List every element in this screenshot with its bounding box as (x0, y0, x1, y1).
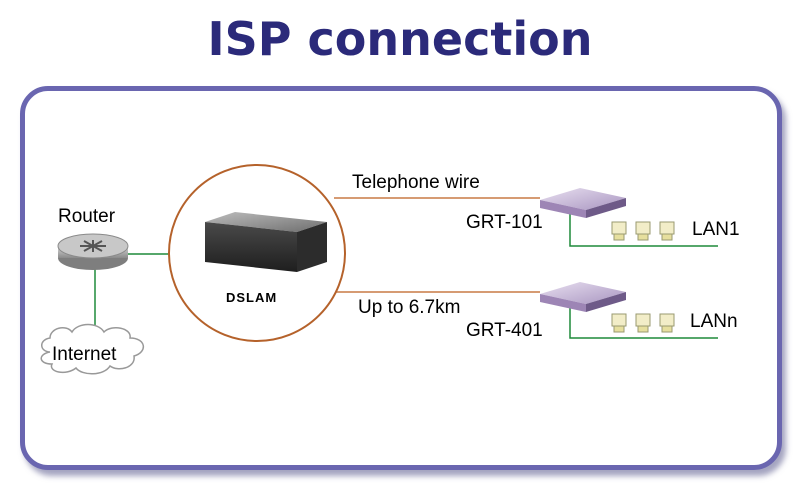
page-title: ISP connection (207, 12, 593, 66)
dslam-icon (205, 212, 327, 272)
pc-icon (635, 313, 651, 333)
distance-label: Up to 6.7km (358, 297, 461, 318)
modem-icon (540, 188, 626, 218)
dslam-label: DSLAM (226, 290, 278, 305)
router-label: Router (58, 206, 116, 227)
modem1-label: GRT-101 (466, 212, 543, 233)
lann-link (569, 306, 718, 339)
modem2-label: GRT-401 (466, 320, 543, 341)
modem-icon (540, 282, 626, 312)
pc-icon (659, 221, 675, 241)
lann-label: LANn (690, 311, 738, 332)
pc-icon (611, 313, 627, 333)
lan1-link (569, 214, 718, 247)
router-icon (57, 233, 129, 270)
telephone-wire-label: Telephone wire (352, 172, 480, 193)
internet-label: Internet (52, 344, 117, 365)
lan1-label: LAN1 (692, 219, 740, 240)
internet-cloud-icon (40, 323, 144, 375)
diagram-panel (20, 86, 782, 470)
pc-icon (611, 221, 627, 241)
pc-icon (659, 313, 675, 333)
pc-icon (635, 221, 651, 241)
